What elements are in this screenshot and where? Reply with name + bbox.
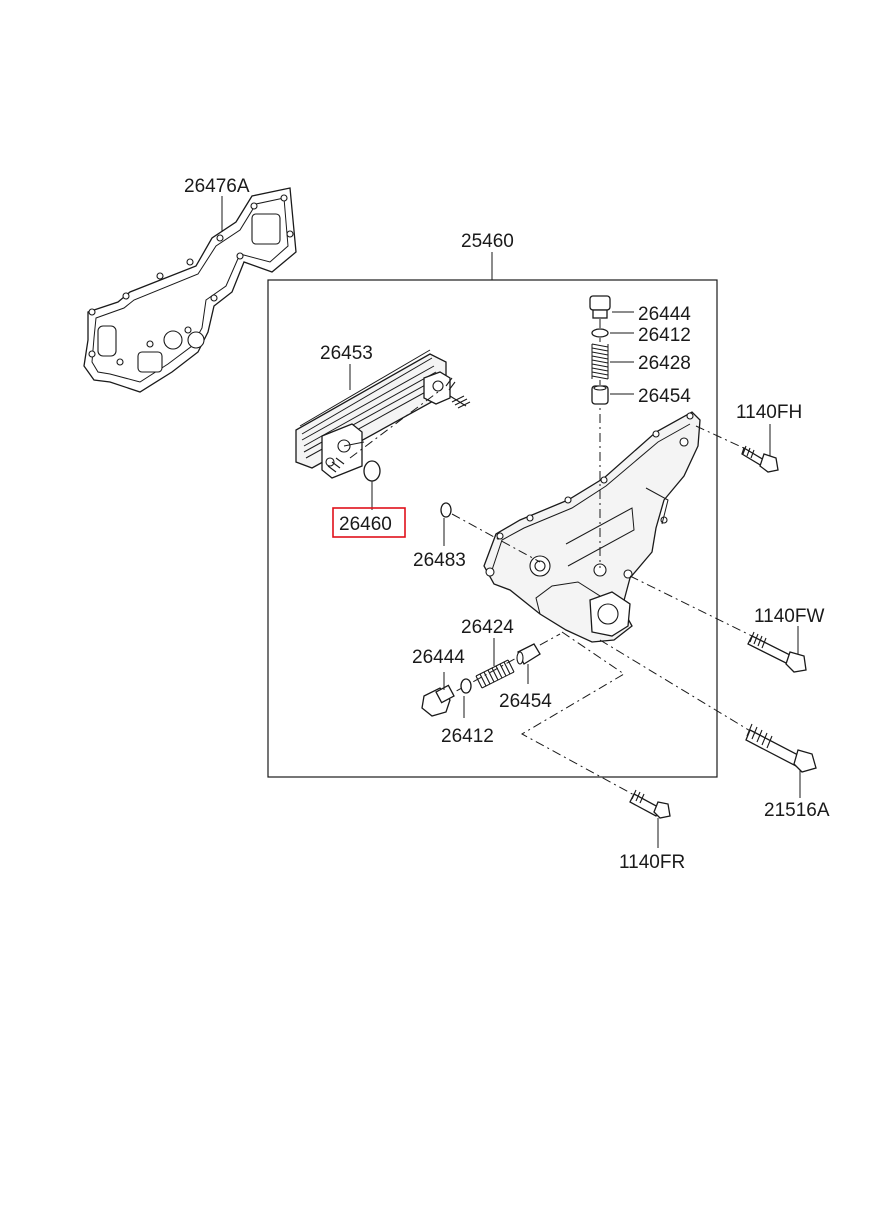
callout-plug-side[interactable]: 26444 [412,647,465,668]
callout-valve-side[interactable]: 26454 [499,691,552,712]
plug-top-part[interactable] [589,295,611,319]
callout-valve-top[interactable]: 26454 [638,386,691,407]
callout-oring-cooler[interactable]: 26460 [339,514,392,535]
bolt-fh-part[interactable] [741,445,779,473]
callout-bolt-21516a[interactable]: 21516A [764,800,830,821]
gasket-part[interactable] [83,187,297,393]
bolt-fr-part[interactable] [629,789,671,819]
callout-plug-top[interactable]: 26444 [638,304,691,325]
callout-bolt-fh[interactable]: 1140FH [736,402,802,423]
spring-top-part[interactable] [591,342,609,380]
valve-side-part[interactable] [516,643,541,665]
bolt-fw-part[interactable] [747,631,807,673]
callout-bolt-fr[interactable]: 1140FR [619,852,685,873]
oring-housing-part[interactable] [440,502,452,518]
seal-side-part[interactable] [460,678,472,694]
callout-oring-housing[interactable]: 26483 [413,550,466,571]
plug-side-part[interactable] [421,684,455,717]
oil-cooler-part[interactable] [295,349,471,479]
seal-top-part[interactable] [591,328,609,338]
housing-part[interactable] [483,411,701,643]
bolt-21516a-part[interactable] [745,723,817,773]
callout-gasket[interactable]: 26476A [184,176,250,197]
oring-cooler-part[interactable] [363,460,381,482]
spring-side-part[interactable] [475,659,515,689]
callout-spring-top[interactable]: 26428 [638,353,691,374]
callout-seal-top[interactable]: 26412 [638,325,691,346]
valve-top-part[interactable] [591,385,609,405]
callout-spring-side[interactable]: 26424 [461,617,514,638]
callout-bolt-fw[interactable]: 1140FW [754,606,824,627]
selected-part-box [332,507,406,538]
callout-oil-cooler[interactable]: 26453 [320,343,373,364]
callout-seal-side[interactable]: 26412 [441,726,494,747]
callout-assembly[interactable]: 25460 [461,231,514,252]
